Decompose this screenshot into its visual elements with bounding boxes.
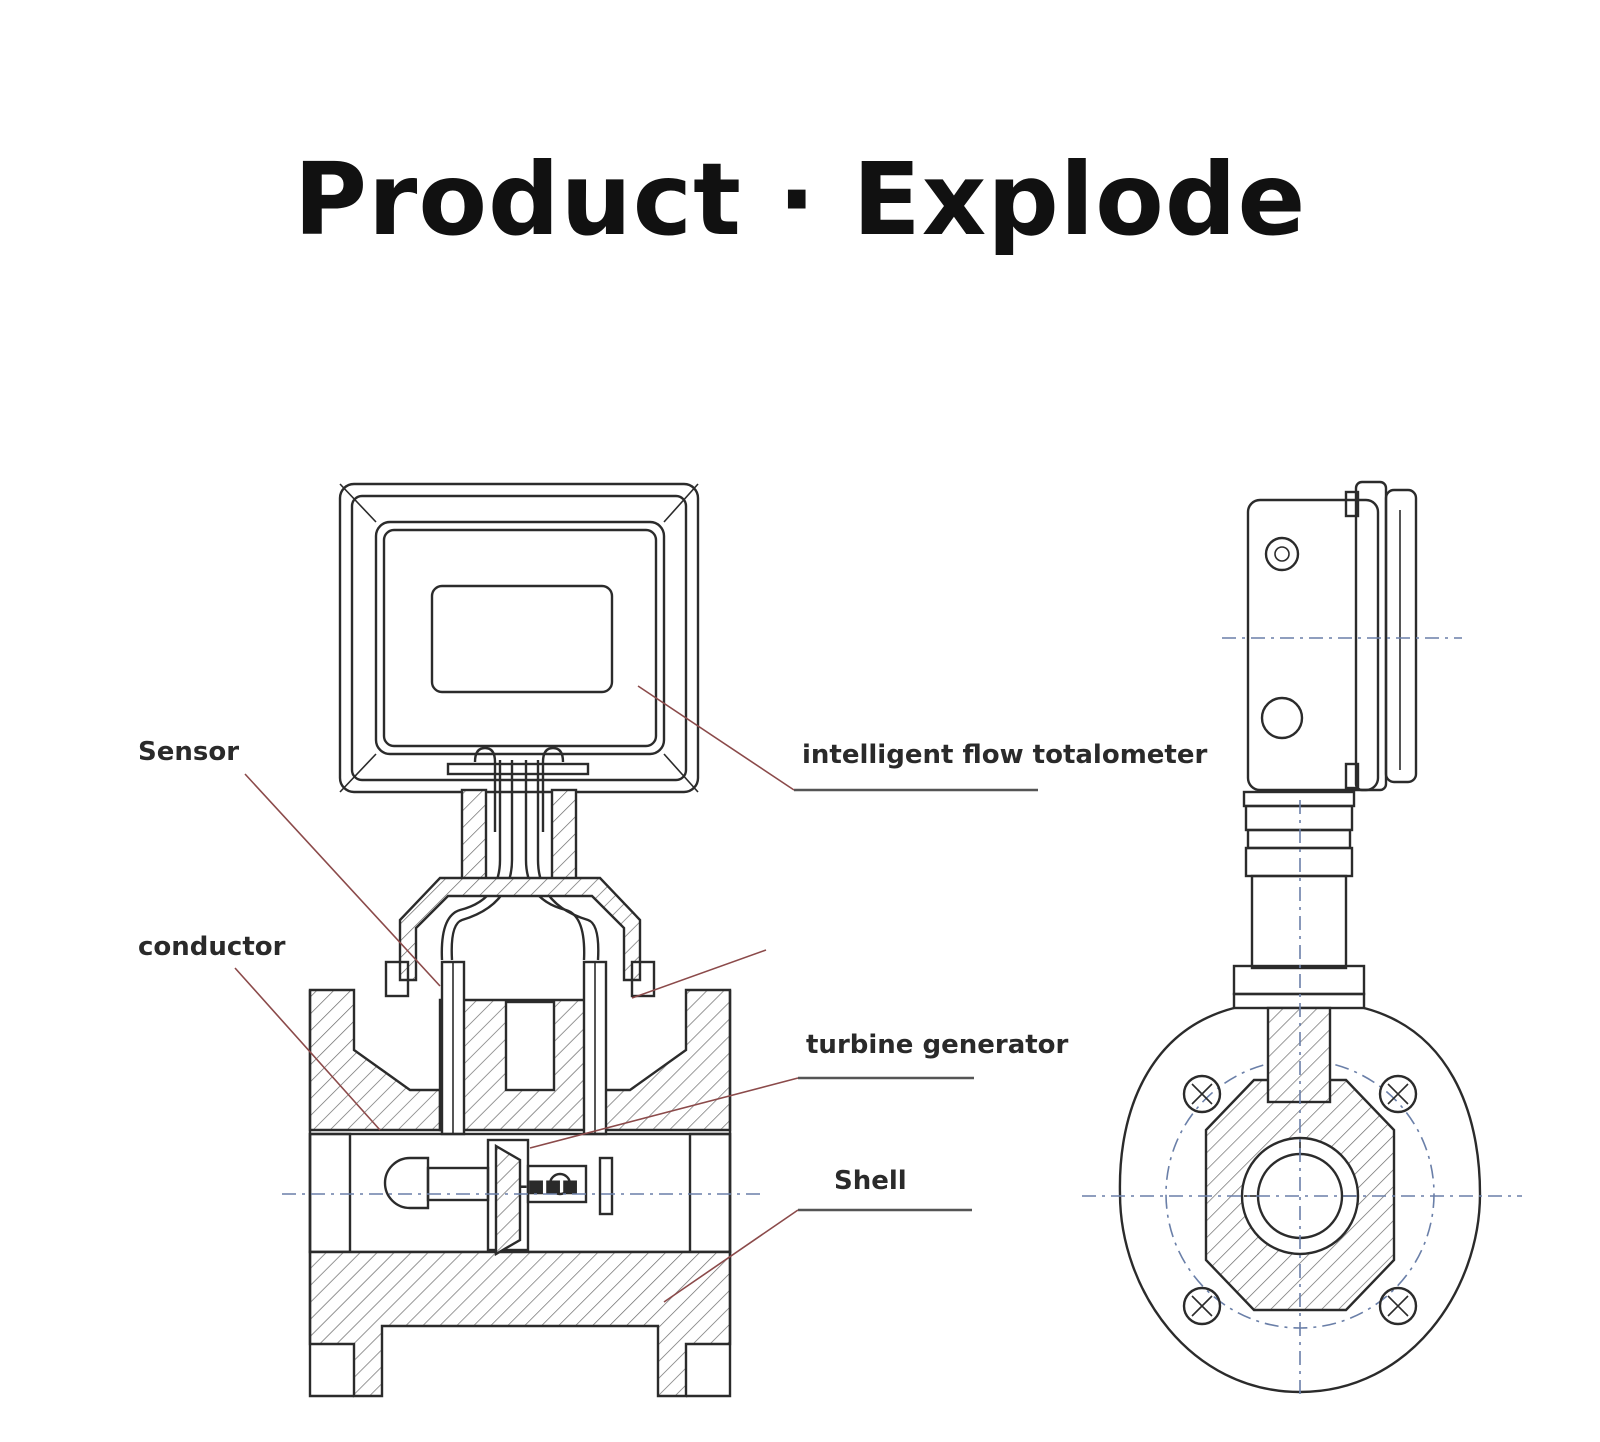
side-view bbox=[1082, 480, 1522, 1400]
turbine-internals: -■■■ bbox=[383, 1138, 614, 1257]
bolt-holes bbox=[1182, 1074, 1418, 1326]
label-turbine: turbine generator bbox=[529, 949, 1069, 1149]
cable-neck bbox=[440, 746, 600, 961]
page-title: Product · Explode bbox=[293, 141, 1307, 258]
sensor-cover bbox=[398, 876, 642, 982]
port-circle bbox=[1260, 696, 1304, 740]
label-sensor: Sensor bbox=[138, 737, 441, 987]
svg-text:-■■■: -■■■ bbox=[520, 1176, 579, 1197]
totalometer-label: intelligent flow totalometer bbox=[802, 740, 1207, 770]
display-window bbox=[430, 584, 614, 694]
label-totalometer: intelligent flow totalometer bbox=[637, 685, 1207, 792]
shell-label: Shell bbox=[834, 1166, 907, 1196]
button-icon bbox=[1264, 536, 1300, 572]
cover-bolt-left bbox=[384, 960, 410, 998]
turbine-label: turbine generator bbox=[806, 1030, 1069, 1060]
side-housing bbox=[1246, 480, 1418, 792]
side-neck bbox=[1232, 790, 1366, 1010]
label-conductor: conductor bbox=[138, 932, 381, 1131]
valve-body bbox=[308, 960, 732, 1398]
front-guide bbox=[383, 1156, 430, 1210]
side-flange bbox=[1118, 1006, 1482, 1394]
sensor-label: Sensor bbox=[138, 737, 239, 767]
conductor-label: conductor bbox=[138, 932, 286, 962]
front-section-view: -■■■ bbox=[282, 482, 760, 1398]
totalometer-housing bbox=[338, 482, 700, 794]
cover-bolt-right bbox=[630, 960, 656, 998]
label-shell: Shell bbox=[663, 1166, 972, 1303]
